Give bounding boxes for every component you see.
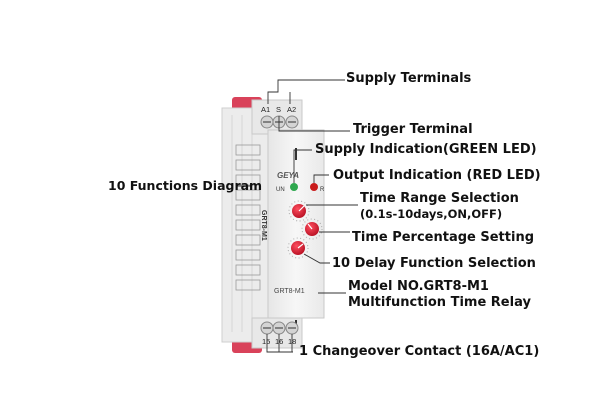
callout-time-range-detail: (0.1s-10days,ON,OFF) — [360, 207, 503, 221]
terminal-label-a1: A1 — [261, 105, 270, 114]
callout-time-range-selection: Time Range Selection — [360, 191, 519, 206]
callout-output-indication: Output Indication (RED LED) — [333, 168, 541, 183]
callout-changeover-contact: 1 Changeover Contact (16A/AC1) — [299, 344, 540, 359]
delay-function-knob-icon — [287, 237, 309, 259]
time-percentage-knob-icon — [301, 218, 323, 240]
bottom-screws — [260, 321, 299, 335]
callout-trigger-terminal: Trigger Terminal — [353, 122, 473, 137]
callout-time-percentage: Time Percentage Setting — [352, 230, 535, 245]
top-screws — [260, 115, 299, 129]
led-label-r: R — [320, 187, 325, 193]
red-led-icon — [310, 183, 318, 191]
callout-supply-terminals: Supply Terminals — [346, 71, 472, 86]
callout-multifunction: Multifunction Time Relay — [348, 295, 531, 310]
time-range-knob-icon — [288, 200, 310, 222]
terminal-label-a2: A2 — [287, 105, 296, 114]
terminal-label-s: S — [276, 105, 281, 114]
callout-delay-function: 10 Delay Function Selection — [332, 256, 536, 271]
front-model-label: GRT8-M1 — [274, 288, 305, 295]
callout-lines — [236, 79, 358, 353]
callout-model-no: Model NO.GRT8-M1 — [348, 279, 489, 294]
callout-functions-diagram: 10 Functions Diagram — [108, 178, 263, 193]
terminal-label-15: 15 — [262, 337, 270, 346]
callout-supply-indication: Supply Indication(GREEN LED) — [315, 142, 537, 157]
functions-diagram-graphic — [235, 144, 261, 291]
green-led-icon — [290, 183, 298, 191]
led-label-un: UN — [276, 187, 285, 193]
brand-logo: GEYA — [277, 171, 299, 180]
side-model-text: GRT8-M1 — [260, 210, 267, 241]
